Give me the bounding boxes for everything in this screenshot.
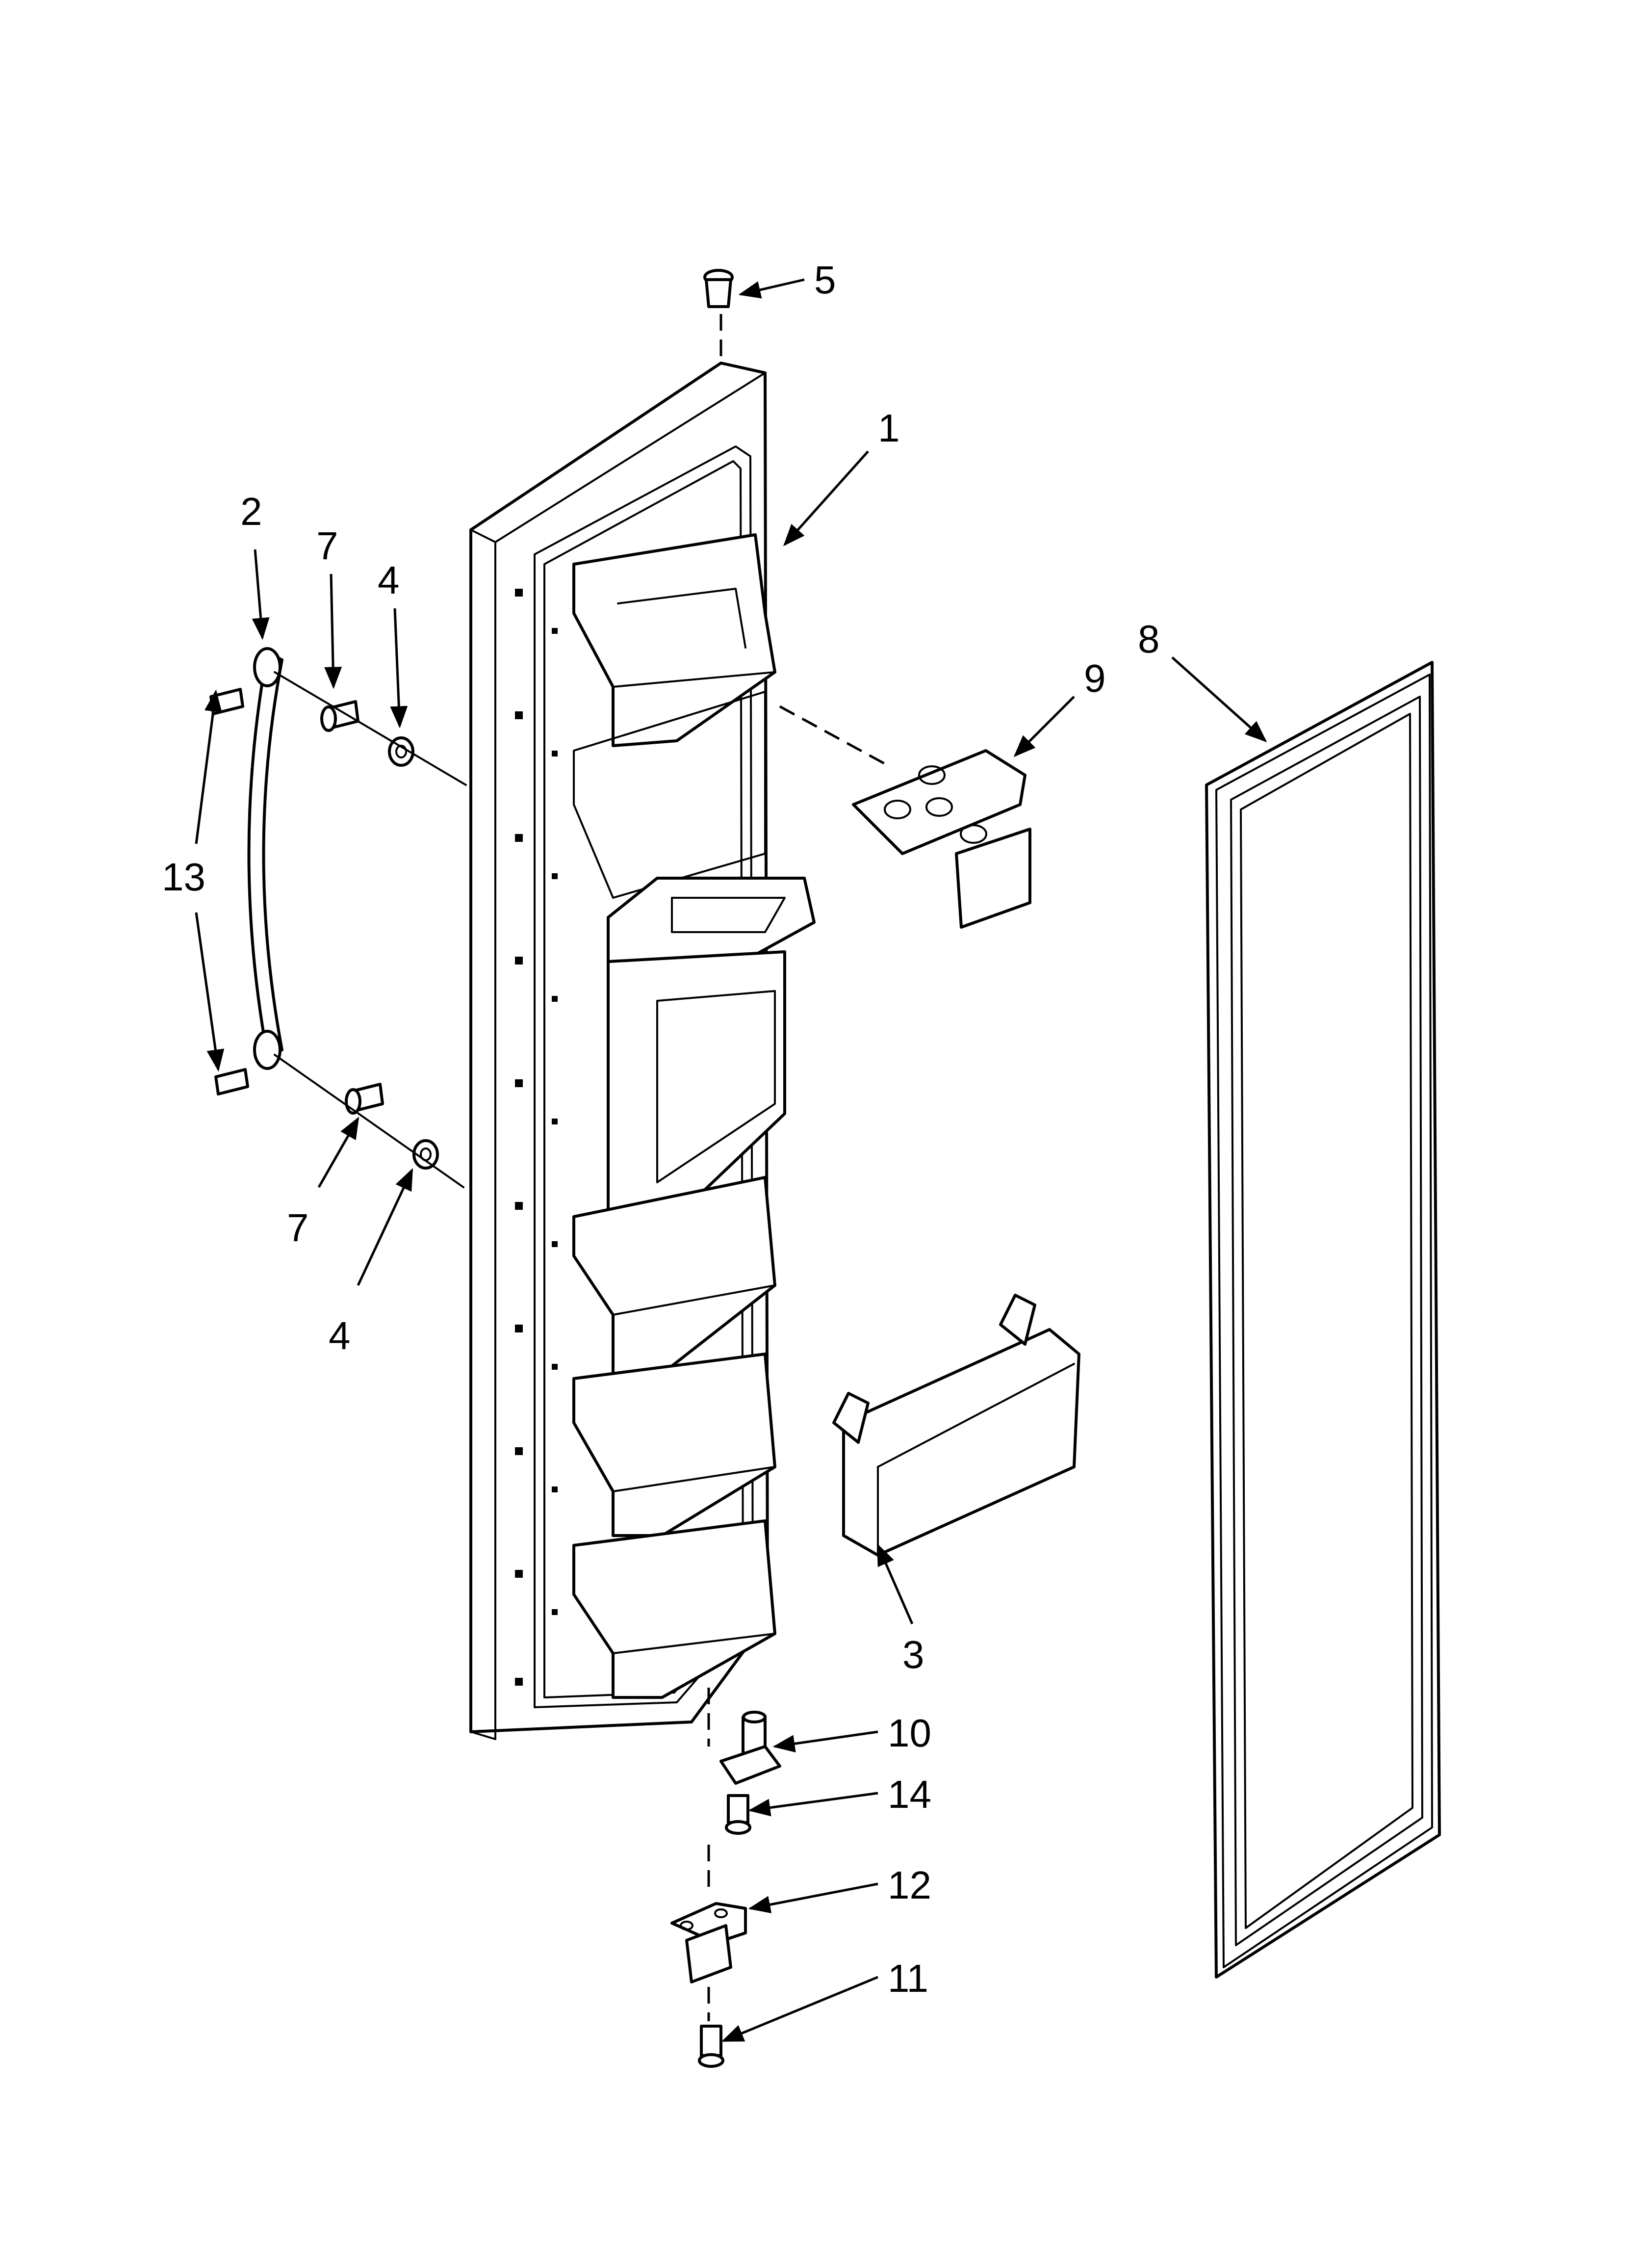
callout-5: 5 xyxy=(814,258,836,302)
callout-4-bottom: 4 xyxy=(329,1314,351,1357)
callout-1: 1 xyxy=(878,406,900,450)
hinge-screw-part-11 xyxy=(698,2025,724,2068)
callout-13: 13 xyxy=(162,855,205,899)
callout-4-top: 4 xyxy=(378,558,400,602)
door-handle-part-2 xyxy=(247,647,283,1070)
callout-9: 9 xyxy=(1084,656,1106,700)
callout-11: 11 xyxy=(888,1956,928,2000)
lower-hinge-part-12 xyxy=(670,1902,747,1983)
freezer-door xyxy=(469,362,816,1740)
callout-10: 10 xyxy=(888,1711,931,1755)
door-gasket-holes xyxy=(515,589,558,1686)
callout-14: 14 xyxy=(888,1773,931,1816)
hinge-screw-part-14 xyxy=(725,1794,751,1835)
dispenser-cover-part-9 xyxy=(852,749,1031,929)
callout-8: 8 xyxy=(1138,617,1160,661)
handle-screw-bottom-part-13 xyxy=(214,1068,249,1095)
callout-12: 12 xyxy=(888,1863,931,1907)
handle-spacer-bottom-part-4 xyxy=(412,1139,439,1170)
door-gasket-part-8 xyxy=(1205,661,1441,1979)
callout-7-bottom: 7 xyxy=(287,1206,309,1250)
door-bin-part-3 xyxy=(832,1294,1080,1557)
callout-2: 2 xyxy=(240,490,262,533)
leader-lines xyxy=(195,278,1267,2042)
handle-mount-screw-top-part-7 xyxy=(320,700,359,732)
door-plug-part-5 xyxy=(703,269,734,308)
callout-3: 3 xyxy=(902,1633,924,1676)
hinge-pin-part-10 xyxy=(719,1711,781,1785)
callout-7-top: 7 xyxy=(316,524,338,568)
